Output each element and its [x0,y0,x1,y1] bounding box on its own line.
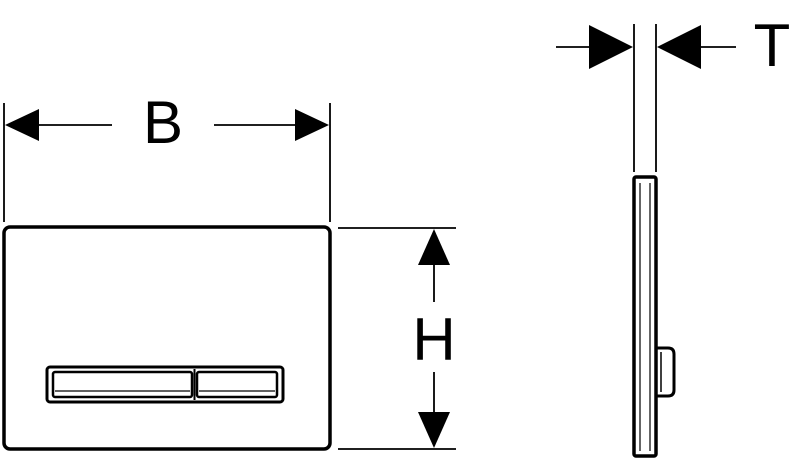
arrow-t-right [657,25,701,69]
arrow-t-left [589,25,633,69]
flush-button-frame [45,365,285,404]
front-view [2,225,332,451]
plate-side-profile [632,175,658,458]
dimension-h: H [338,227,456,450]
flush-plate-outline [2,225,332,451]
arrow-b-left [5,109,39,141]
flush-button-small [195,370,279,399]
side-view [632,175,676,458]
arrow-h-top [418,229,450,265]
dimension-label-b: B [143,89,183,156]
button-side-profile [656,346,676,398]
dimension-label-t: T [754,12,791,79]
dimension-b: B [3,89,331,222]
flush-button-large [51,370,194,399]
dimension-t: T [556,12,790,172]
dimension-label-h: H [412,306,455,373]
arrow-h-bottom [418,412,450,448]
flush-buttons [45,365,285,404]
arrow-b-right [295,109,329,141]
